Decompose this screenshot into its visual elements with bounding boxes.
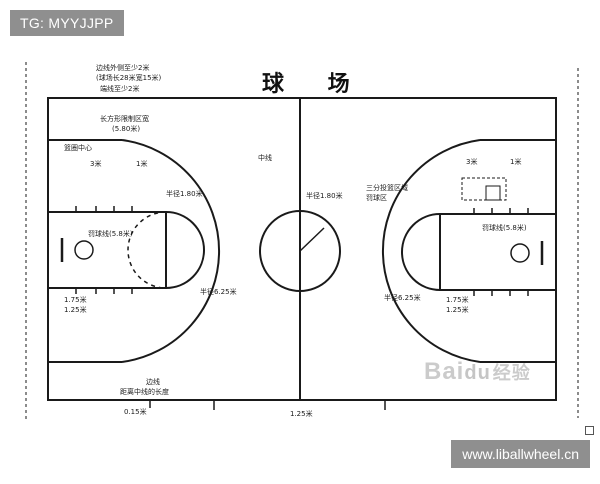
annotation: 半径6.25米 (200, 287, 237, 296)
right-key (439, 213, 557, 291)
annotation: 篮圈中心 (64, 143, 92, 152)
annotation: (5.80米) (112, 124, 140, 133)
resize-handle-icon[interactable] (585, 426, 594, 435)
annotation: 中线 (258, 153, 272, 162)
annotation: (球场长28米宽15米) (96, 73, 162, 82)
site-url-label: www.liballwheel.cn (451, 440, 590, 468)
annotation: 1米 (510, 157, 521, 166)
annotation: 半径1.80米 (166, 189, 203, 198)
annotation: 1.25米 (64, 305, 87, 314)
center-circle (259, 210, 341, 292)
annotation: 半径1.80米 (306, 191, 343, 200)
annotation: 长方形限制区宽 (100, 114, 149, 123)
annotation: 1.75米 (64, 295, 87, 304)
page-title: 球 场 (262, 72, 368, 97)
annotation: 3米 (466, 157, 477, 166)
annotation: 边线 (146, 377, 160, 386)
brand-watermark-text: Bai (424, 358, 465, 385)
annotation: 1.25米 (446, 305, 469, 314)
annotation: 半径6.25米 (384, 293, 421, 302)
annotation: 1米 (136, 159, 147, 168)
left-free-throw-arc (165, 211, 205, 289)
left-hoop (74, 240, 94, 260)
brand-watermark-suffix: 经验 (492, 363, 531, 383)
right-annotation-box (461, 177, 507, 201)
annotation: 边线外侧至少2米 (96, 63, 149, 72)
annotation: 罚球线(5.8米) (88, 229, 133, 238)
right-hoop (510, 243, 530, 263)
annotation: 1.25米 (290, 409, 313, 418)
annotation: 罚球区 (366, 193, 387, 202)
left-three-point-arc (121, 139, 220, 363)
annotation: 1.75米 (446, 295, 469, 304)
watermark-tag: TG: MYYJJPP (10, 10, 124, 36)
annotation: 3米 (90, 159, 101, 168)
left-free-throw-arc-dashed (127, 211, 167, 289)
annotation: 三分投篮区域 (366, 183, 408, 192)
center-radius (299, 227, 325, 252)
paw-icon: du (464, 362, 491, 384)
right-annotation-box-small (485, 185, 501, 201)
right-three-point-arc (382, 139, 481, 363)
left-key (47, 211, 167, 289)
annotation: 0.15米 (124, 407, 147, 416)
annotation: 端线至少2米 (100, 84, 139, 93)
annotation: 罚球线(5.8米) (482, 223, 527, 232)
annotation: 距离中线的长度 (120, 387, 169, 396)
right-free-throw-arc (401, 213, 441, 291)
